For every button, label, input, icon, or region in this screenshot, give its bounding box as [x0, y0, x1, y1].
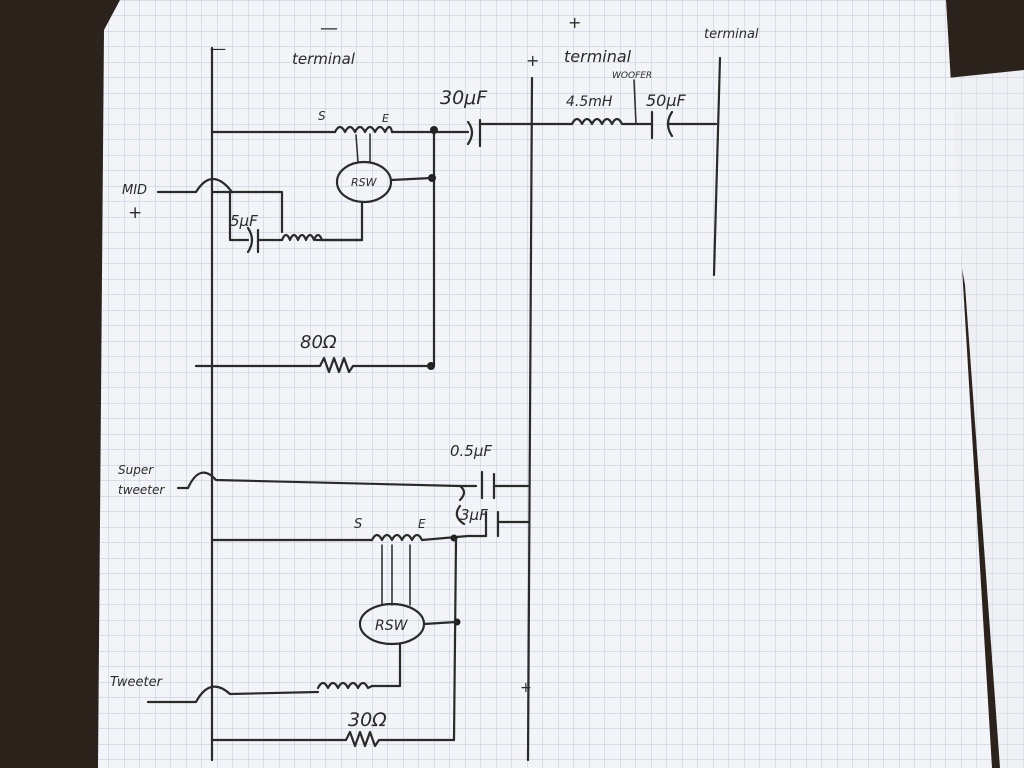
cap-5uF-label: 5μF — [230, 212, 258, 230]
rsw-top-switch — [335, 160, 393, 204]
cap-30uF-label: 30μF — [440, 87, 488, 109]
woofer-negative-terminal-wire — [712, 56, 722, 277]
cap-5uF-left-wire — [228, 190, 250, 242]
start-lead-label-bottom: S — [354, 517, 362, 532]
resistor-80-ohm — [194, 356, 433, 374]
start-lead-label-top: S — [318, 109, 326, 123]
right-terminal-label: terminal — [704, 27, 759, 42]
negative-terminal-label: terminal — [292, 50, 356, 68]
tweeter-inductor — [316, 681, 374, 690]
rsw-top-label: RSW — [351, 176, 378, 189]
resistor-30-ohm — [210, 730, 456, 748]
rsw-bottom-leads — [381, 544, 411, 606]
end-lead-label-top: E — [382, 112, 389, 125]
positive-bus-wire — [526, 76, 534, 762]
positive-sign-top: + — [568, 13, 581, 32]
rsw-bottom-label: RSW — [375, 618, 409, 634]
cap-5uF-plate-left — [246, 226, 254, 254]
cap-50uF-label: 50μF — [646, 91, 687, 110]
tweeter-return-wire — [452, 538, 458, 742]
cap-30uF-plate-left — [466, 120, 474, 146]
tweeter-input-wire — [146, 685, 320, 704]
resistor-80-label: 80Ω — [300, 332, 337, 353]
wire-3uF-curl — [455, 504, 466, 526]
inductor-4-5mH-label: 4.5mH — [566, 94, 613, 110]
negative-sign-left: — — [210, 39, 226, 58]
mid-label: MID — [122, 183, 147, 198]
positive-sign-bottom: + — [520, 680, 532, 696]
junction-dot-top — [430, 126, 438, 134]
positive-terminal-label: terminal — [564, 47, 632, 66]
cap-0-5uF-label: 0.5μF — [450, 442, 492, 460]
super-tweeter-input-wire — [176, 471, 466, 502]
mid-plus-label: + — [128, 203, 142, 223]
super-tweeter-label-line2: tweeter — [118, 483, 165, 497]
bottom-s-e-inductor — [370, 533, 488, 542]
rsw-bottom-down-wire — [370, 642, 402, 688]
positive-terminal-mark: + — [526, 51, 539, 70]
resistor-30-label: 30Ω — [348, 709, 387, 731]
mid-inductor — [280, 233, 364, 242]
woofer-label: WOOFER — [612, 71, 652, 81]
super-tweeter-label-line1: Super — [118, 463, 154, 477]
cap-3uF-label: 3μF — [460, 506, 488, 524]
negative-sign-top: — — [320, 18, 338, 39]
end-lead-label-bottom: E — [418, 517, 426, 531]
woofer-tap-wire — [633, 79, 637, 125]
rsw-bottom-to-junction-wire — [422, 620, 458, 626]
top-s-e-inductor — [333, 125, 394, 134]
rsw-top-to-junction-wire — [389, 176, 434, 182]
inductor-4-5mH — [570, 117, 638, 126]
rsw-top-leads — [355, 133, 371, 163]
tweeter-label: Tweeter — [110, 675, 164, 690]
